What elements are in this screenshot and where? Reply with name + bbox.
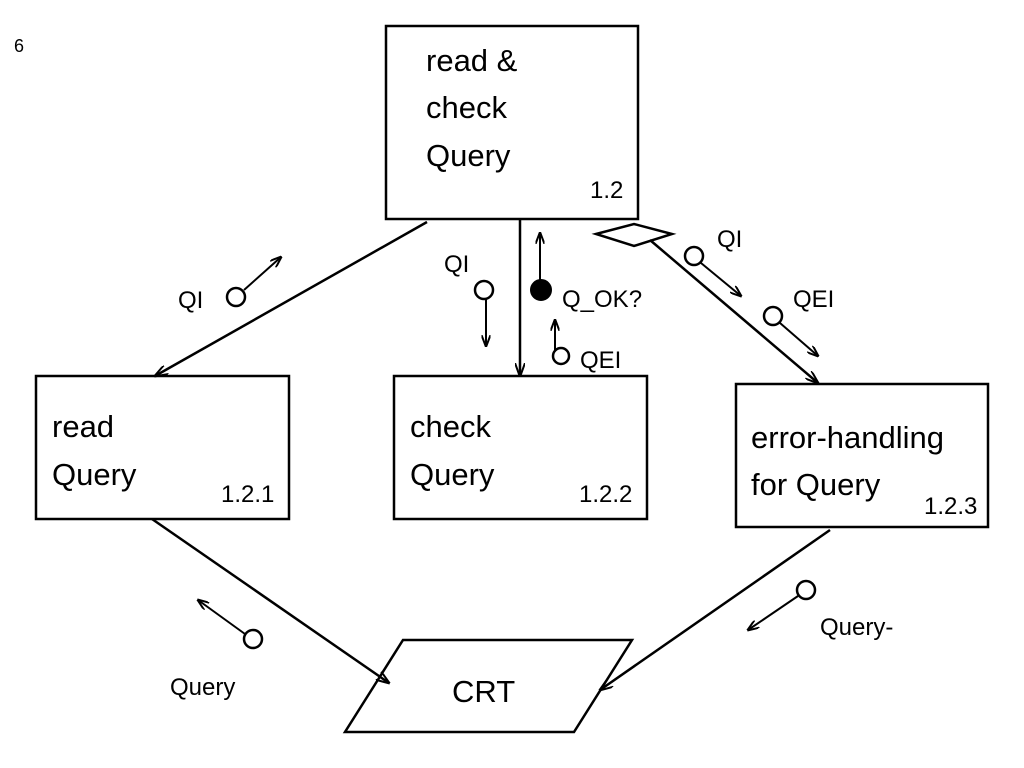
device-crt-label: CRT xyxy=(452,674,515,709)
couple-qi-center-label: QI xyxy=(444,251,469,278)
module-check-query: check Query 1.2.2 xyxy=(392,374,649,521)
couple-qei-center: QEI xyxy=(553,320,621,374)
couple-query-bottom-left: Query xyxy=(170,600,264,701)
module-read-query-label-2: Query xyxy=(52,457,137,492)
module-read-check-query-number: 1.2 xyxy=(590,177,623,204)
couple-query-bottom-right-label: Query- xyxy=(820,614,893,641)
module-read-query-label-1: read xyxy=(52,409,114,444)
couple-qi-right: QI xyxy=(683,226,742,296)
read-query-to-crt xyxy=(151,517,389,683)
device-crt: CRT xyxy=(342,638,635,734)
couple-qi-center: QI xyxy=(444,251,495,346)
module-error-handling: error-handling for Query 1.2.3 xyxy=(734,382,990,529)
couple-qi-left: QI xyxy=(178,257,281,314)
module-check-query-number: 1.2.2 xyxy=(579,481,632,508)
module-read-query-number: 1.2.1 xyxy=(221,481,274,508)
module-check-query-label-2: Query xyxy=(410,457,495,492)
module-read-query: read Query 1.2.1 xyxy=(34,374,291,521)
flag-q-ok-label: Q_OK? xyxy=(562,286,642,313)
couple-qei-right: QEI xyxy=(762,286,834,356)
condition-diamond xyxy=(591,222,677,248)
module-read-check-query-label-1: read & xyxy=(426,43,518,78)
module-error-handling-label-1: error-handling xyxy=(751,420,944,455)
page-number: 6 xyxy=(14,36,24,56)
module-read-check-query-label-2: check xyxy=(426,90,507,125)
module-check-query-label-1: check xyxy=(410,409,491,444)
module-read-check-query: read & check Query 1.2 xyxy=(384,24,640,221)
couple-qei-right-label: QEI xyxy=(793,286,834,313)
call-read-query xyxy=(155,220,428,376)
flag-q-ok: Q_OK? xyxy=(530,233,642,313)
module-read-check-query-label-3: Query xyxy=(426,138,511,173)
couple-query-bottom-left-label: Query xyxy=(170,674,235,701)
error-handling-to-crt xyxy=(600,528,831,690)
call-error-handling xyxy=(649,239,818,383)
module-error-handling-label-2: for Query xyxy=(751,467,881,502)
couple-qi-right-label: QI xyxy=(717,226,742,253)
module-error-handling-number: 1.2.3 xyxy=(924,493,977,520)
couple-query-bottom-right: Query- xyxy=(748,579,893,641)
couple-qei-center-label: QEI xyxy=(580,347,621,374)
couple-qi-left-label: QI xyxy=(178,287,203,314)
